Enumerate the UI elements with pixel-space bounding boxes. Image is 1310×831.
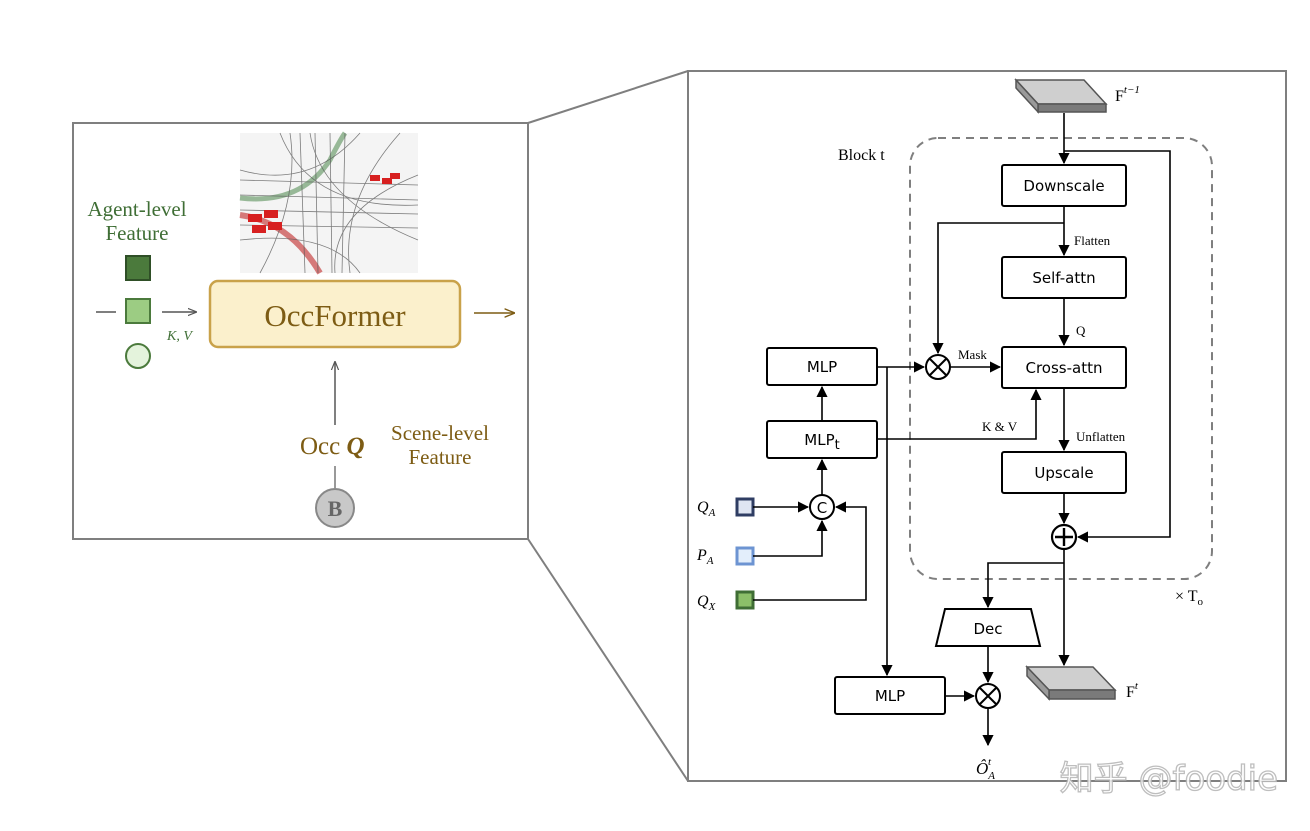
residual-sum-node [1050,523,1078,551]
watermark: 知乎 @foodie [1060,759,1278,799]
flatten-label: Flatten [1074,233,1111,248]
concat-label: C [817,499,827,517]
upscale-label: Upscale [1034,464,1093,482]
repeat-label: × To [1175,588,1204,608]
pa-label: PA [696,547,714,567]
b-node [315,488,355,528]
agent-feature-square-dark [125,255,151,281]
occformer-label: OccFormer [264,298,406,333]
qx-label: QX [697,593,717,613]
mask-label: Mask [958,347,987,362]
block-region [909,137,1213,580]
pa-square [735,546,755,566]
output-label: ÔAt [976,756,995,782]
mlp-t-label: MLPt [804,431,839,453]
kv-edge-label: K & V [982,419,1018,434]
dec-label: Dec [973,620,1002,638]
cross-attn-label: Cross-attn [1026,359,1103,377]
agent-feature-square-light [125,298,151,324]
agent-feature-label-line2: Feature [106,221,169,245]
qa-square [735,497,755,517]
b-label: B [328,496,343,521]
unflatten-label: Unflatten [1076,429,1126,444]
f-t-slab [1025,665,1117,701]
right-panel: Block t × To Ft−1 Downscale Self-attn Cr… [687,70,1287,782]
dec-box [934,608,1042,647]
f-t-label: Ft [1126,680,1139,701]
mlp-bottom-label: MLP [875,687,905,705]
output-multiply-node [975,683,1001,709]
qx-square [735,590,755,610]
f-prev-label: Ft−1 [1115,84,1140,105]
occ-q-label: Occ Q [300,433,365,460]
f-prev-slab [1014,78,1108,114]
left-panel: Agent-level Feature K, V OccFormer Occ Q… [72,122,529,540]
occformer-box [208,279,462,349]
block-label: Block t [838,147,885,164]
scene-feature-label-line1: Scene-level [391,421,489,445]
q-label: Q [1076,323,1086,338]
mlp-top-label: MLP [807,358,837,376]
scene-map-image [239,131,419,275]
self-attn-label: Self-attn [1032,269,1095,287]
scene-feature-label-line2: Feature [409,445,472,469]
zoom-line-bottom [527,538,689,782]
qa-label: QA [697,499,716,519]
downscale-label: Downscale [1023,177,1104,195]
mask-multiply-node [925,354,951,380]
agent-feature-circle [125,343,151,369]
kv-label: K, V [166,329,193,344]
connections [753,113,1171,747]
agent-feature-label-line1: Agent-level [87,197,186,221]
zoom-line-top [527,70,689,124]
